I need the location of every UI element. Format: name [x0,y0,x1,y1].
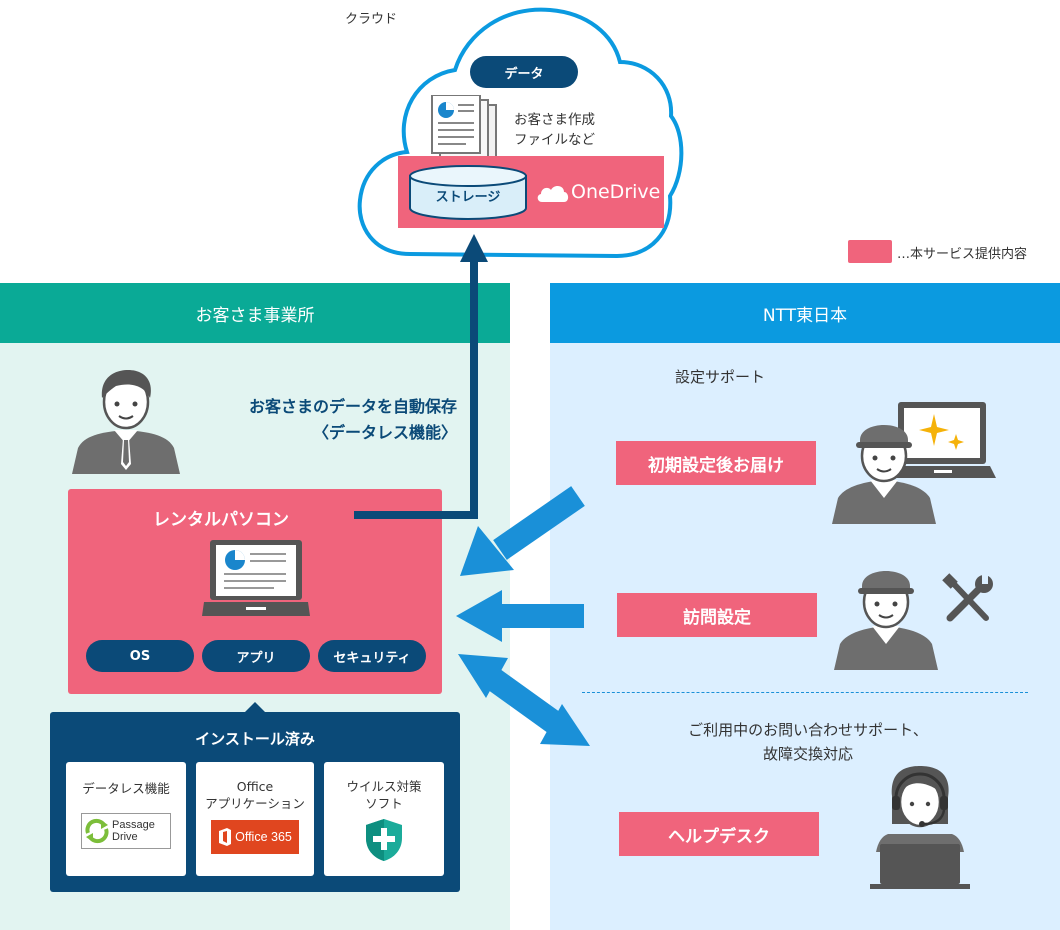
card-dataless: データレス機能 Passage Drive [66,762,186,876]
passage-logo-line2: Drive [112,831,138,843]
data-pill: データ [470,56,578,88]
files-caption: お客さま作成 ファイルなど [514,112,595,148]
helpdesk-operator-icon [870,766,970,889]
ntt-panel-title: NTT東日本 [550,283,1060,343]
business-person-icon [72,370,180,474]
passage-logo-line1: Passage [112,819,155,831]
document-stack-icon [431,95,497,164]
office-icon [219,828,232,846]
customer-panel-title: お客さま事業所 [0,283,510,343]
arrow-visit-setup [456,590,584,642]
card-office-title: Office アプリケーション [205,779,305,811]
installed-title: インストール済み [195,730,315,748]
support-worker-icon-1 [832,425,936,524]
passage-drive-logo: Passage Drive [81,813,171,849]
os-pill: OS [86,640,194,672]
tools-icon [942,573,993,622]
office365-logo: Office 365 [211,820,299,854]
visit-setup-label: 訪問設定 [617,593,817,637]
legend-label: …本サービス提供内容 [897,247,1028,262]
cloud-label: クラウド [345,12,398,27]
auto-save-text: お客さまのデータを自動保存 〈データレス機能〉 [248,397,457,442]
office365-label: Office 365 [235,830,292,844]
sparkle-laptop-icon [892,402,996,478]
support-worker-icon-2 [834,571,938,670]
card-antivirus-title: ウイルス対策 ソフト [346,779,422,811]
legend-swatch [848,240,892,263]
inquiry-support-text: ご利用中のお問い合わせサポート、 故障交換対応 [688,721,928,763]
card-office: Office アプリケーション Office 365 [196,762,314,876]
card-antivirus: ウイルス対策 ソフト [324,762,444,876]
app-pill: アプリ [202,640,310,672]
storage-cylinder-icon [409,165,527,220]
recycle-arrows-icon [85,818,109,844]
security-pill: セキュリティ [318,640,426,672]
helpdesk-label: ヘルプデスク [619,812,819,856]
onedrive-label: OneDrive [571,181,661,203]
card-dataless-title: データレス機能 [82,781,170,796]
onedrive-cloud-icon [537,186,569,202]
installed-box-pointer [243,702,267,714]
laptop-icon [202,540,310,616]
setup-support-label: 設定サポート [674,368,765,386]
arrow-initial-setup [460,486,585,576]
arrow-helpdesk [458,654,590,746]
rental-pc-title: レンタルパソコン [153,510,289,530]
shield-icon [366,819,402,861]
ntt-section-divider [582,692,1028,693]
storage-label: ストレージ [435,190,501,205]
initial-setup-label: 初期設定後お届け [616,441,816,485]
